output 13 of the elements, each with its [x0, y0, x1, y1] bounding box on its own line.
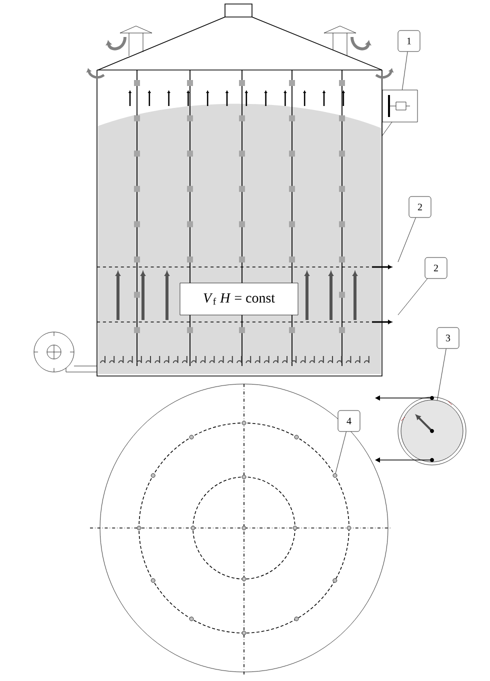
leader-line — [437, 348, 446, 400]
leader-line — [335, 432, 346, 474]
callout-number: 3 — [436, 327, 460, 349]
leader-line — [398, 278, 428, 316]
callout-number: 2 — [408, 196, 432, 218]
callout-number: 2 — [424, 257, 448, 279]
callout-number: 1 — [398, 30, 420, 52]
sensor-point — [332, 473, 338, 478]
formula-box: V$_{f}$ H = const — [180, 282, 298, 316]
sensor-drawing — [382, 90, 418, 136]
callout-number: 4 — [338, 410, 360, 432]
leader-line — [398, 218, 416, 262]
leader-line — [402, 52, 408, 90]
